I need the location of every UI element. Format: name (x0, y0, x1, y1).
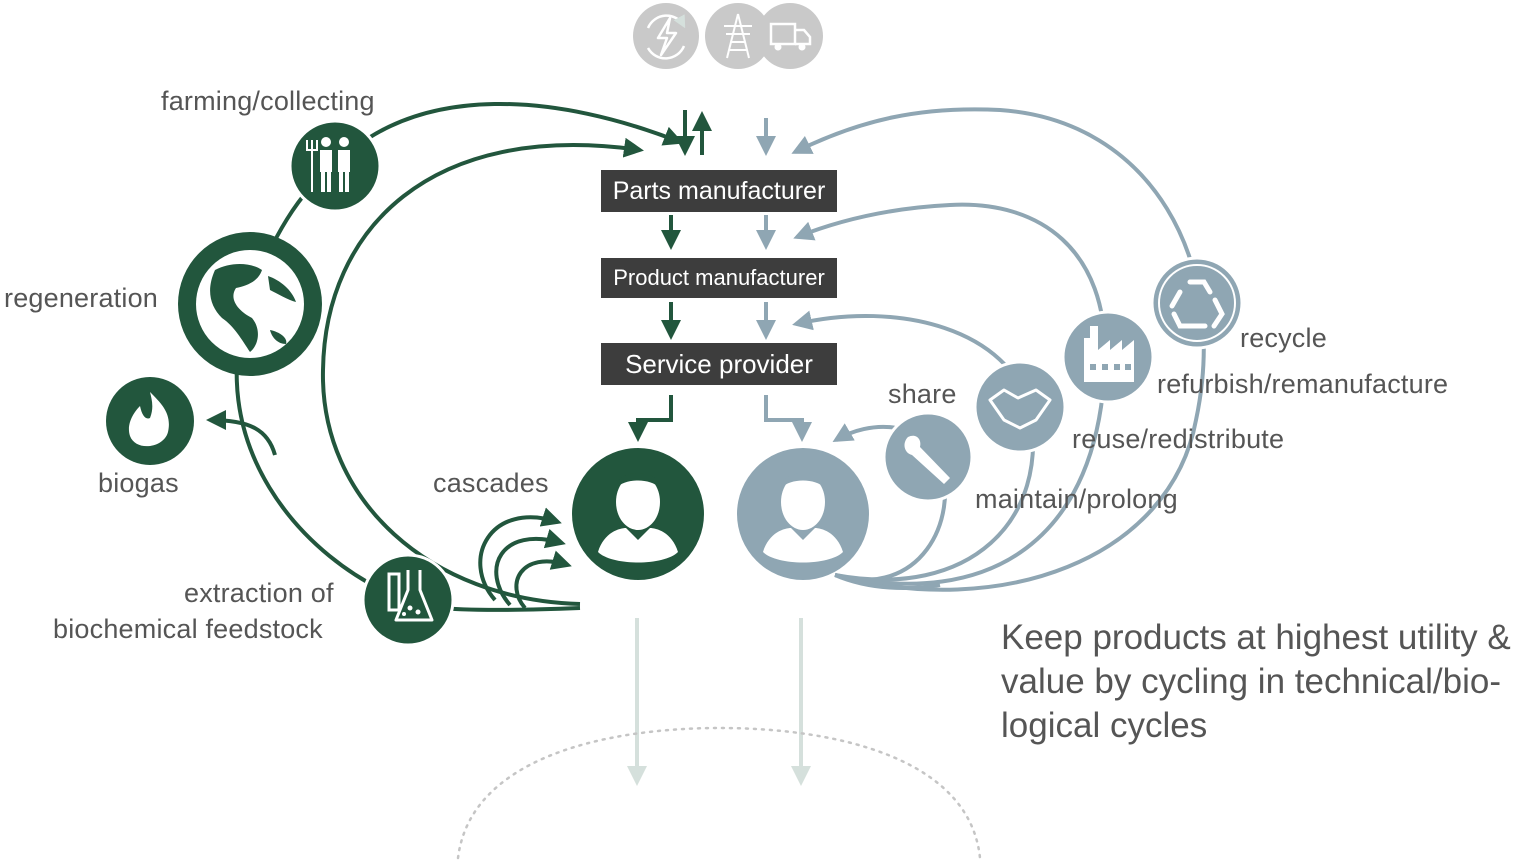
cascade-arc-2 (494, 528, 566, 607)
wrench-icon (882, 411, 974, 503)
renewable-energy-icon (633, 3, 699, 69)
handshake-icon (973, 360, 1067, 454)
flask-icon (361, 553, 455, 647)
regeneration-label: regeneration (4, 283, 159, 313)
green-arrow-to-consumer (628, 395, 673, 442)
delivery-truck-icon (757, 3, 823, 69)
refurbish-loop (793, 202, 1108, 586)
service-provider-label: Service provider (625, 348, 813, 379)
landfill-dotted-arc (456, 726, 982, 860)
biogas-label: biogas (98, 468, 179, 498)
user-icon (737, 448, 869, 580)
cascade-arc-3 (514, 550, 572, 610)
parts-manufacturer-box: Parts manufacturer (601, 170, 837, 212)
reuse-label: reuse/redistribute (1072, 424, 1285, 454)
service-provider-box: Service provider (601, 343, 837, 385)
product-manufacturer-label: Product manufacturer (613, 265, 825, 290)
recycle-icon (1150, 256, 1244, 350)
share-label: share (888, 379, 957, 409)
maintain-label: maintain/prolong (975, 484, 1178, 514)
farming-label: farming/collecting (161, 86, 375, 116)
factory-icon (1061, 310, 1155, 404)
power-pylon-icon (705, 3, 771, 69)
product-manufacturer-box: Product manufacturer (601, 258, 837, 298)
flame-icon (106, 377, 194, 465)
extraction-label-line1: extraction of (184, 578, 334, 608)
recycle-label: recycle (1240, 323, 1327, 353)
refurbish-label: refurbish/remanufacture (1157, 369, 1449, 399)
cascade-arc-1 (478, 507, 562, 602)
farmers-icon (288, 119, 382, 213)
blue-arrow-to-user (764, 395, 812, 442)
globe-icon (178, 232, 322, 376)
caption-text: Keep products at highest utility & value… (1001, 618, 1511, 745)
consumer-icon (572, 448, 704, 580)
parts-manufacturer-label: Parts manufacturer (612, 176, 826, 205)
bio-biogas-branch (206, 410, 277, 456)
flow-to-landfill-blue (834, 573, 941, 590)
extraction-label-line2: biochemical feedstock (53, 614, 323, 644)
bio-inner-loop (320, 137, 644, 606)
cascades-label: cascades (433, 468, 549, 498)
